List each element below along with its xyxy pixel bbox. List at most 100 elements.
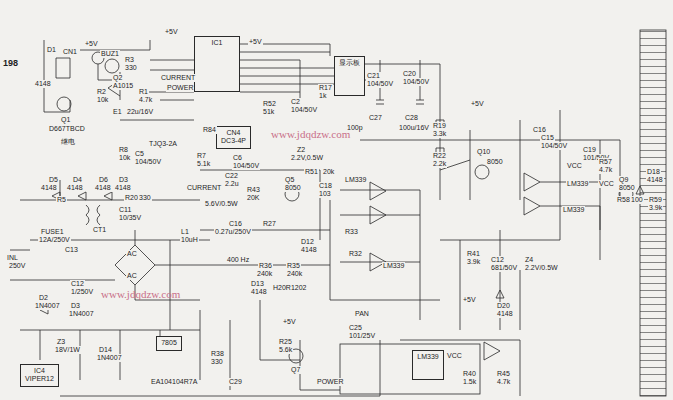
part-label: R57: [598, 158, 613, 166]
part-label: 1N4007: [34, 302, 61, 310]
part-label: R35: [286, 262, 301, 270]
part-label: 4.7k: [598, 166, 613, 174]
part-label: 101/25V: [348, 332, 376, 340]
part-label: D3: [70, 302, 81, 310]
part-label: +5V: [282, 318, 297, 326]
part-label: C21: [366, 72, 381, 80]
part-label: 104/50V: [366, 80, 394, 88]
part-label: 4148: [646, 176, 664, 184]
part-name: 显示板: [338, 59, 361, 67]
part-name: IC4: [24, 367, 55, 375]
part-label: C22: [224, 172, 239, 180]
part-label: C5: [134, 150, 145, 158]
part-label: R25: [278, 338, 293, 346]
watermark-text: www.jdqdzw.com: [100, 288, 181, 300]
part-label: D667TBCD: [48, 125, 86, 133]
part-label: R40: [462, 370, 477, 378]
part-label: R5: [56, 196, 67, 204]
part-label: PAN: [354, 310, 370, 318]
part-label: 4148: [250, 288, 268, 296]
part-label: 3.9k: [648, 204, 663, 212]
part-label: 1N4007: [96, 354, 123, 362]
part-label: 104/50V: [402, 78, 430, 86]
part-label: 2.2V,0.5W: [290, 154, 324, 162]
part-label: 1/250V: [70, 288, 94, 296]
part-label: C25: [348, 324, 363, 332]
part-label: 104/50V: [134, 158, 162, 166]
part-name: 7805: [160, 339, 178, 347]
part-label: CT1: [92, 226, 107, 234]
part-label: D2: [38, 294, 49, 302]
part-label: C13: [64, 246, 79, 254]
ic-box: IC4VIPER12: [20, 364, 59, 387]
part-label: 3.9k: [466, 258, 481, 266]
part-label: D6: [98, 176, 109, 184]
part-label: D1: [46, 46, 57, 54]
part-label: +5V: [84, 40, 99, 48]
part-label: +5V: [462, 296, 477, 304]
part-label: 1.5k: [462, 378, 477, 386]
part-label: 8050: [618, 184, 636, 192]
part-label: C12: [70, 280, 85, 288]
part-label: 104/50V: [290, 106, 318, 114]
part-name: LM339: [416, 353, 440, 361]
part-label: R43: [246, 186, 261, 194]
part-label: 4148: [66, 184, 84, 192]
part-label: Q5: [284, 176, 295, 184]
part-label: 5.6V/0.5W: [204, 200, 239, 208]
part-label: 104/50V: [540, 142, 568, 150]
part-label: Z4: [524, 256, 534, 264]
part-label: Z3: [56, 338, 66, 346]
part-label: 250V: [8, 262, 26, 270]
part-label: VCC: [598, 180, 615, 188]
part-label: 10uH: [180, 236, 199, 244]
part-label: 2.2k: [432, 160, 447, 168]
part-label: 198: [2, 58, 19, 68]
part-label: C11: [118, 206, 132, 214]
part-label: R1: [138, 88, 149, 96]
part-label: LM339: [562, 206, 585, 214]
part-name: DC3-4P: [220, 137, 247, 145]
part-label: Q10: [476, 148, 491, 156]
part-label: L1: [180, 228, 190, 236]
part-label: 22u/16V: [126, 108, 154, 116]
part-label: 240k: [286, 270, 303, 278]
part-label: 1N4007: [68, 310, 95, 318]
part-label: R59: [648, 196, 663, 204]
part-label: H20R1202: [272, 284, 307, 292]
part-label: 103: [318, 190, 332, 198]
part-label: R45: [496, 370, 511, 378]
part-label: 8050: [486, 158, 504, 166]
part-label: 8050: [284, 184, 302, 192]
part-label: 4148: [300, 246, 318, 254]
watermark-text: www.jdqdzw.com: [270, 128, 351, 140]
part-label: CURRENT: [186, 184, 222, 192]
part-label: 10/35V: [118, 214, 142, 222]
part-label: 10k: [118, 154, 131, 162]
part-label: 4.7k: [138, 96, 153, 104]
part-label: D14: [98, 346, 113, 354]
part-label: R32: [348, 250, 363, 258]
part-label: Q9: [618, 176, 629, 184]
part-label: 2.2V/0.5W: [524, 264, 559, 272]
part-label: D4: [72, 176, 83, 184]
part-label: R84: [202, 126, 217, 134]
part-label: 20k: [322, 168, 335, 176]
part-label: VCC: [446, 352, 463, 360]
part-label: D20: [496, 302, 511, 310]
part-name: VIPER12: [24, 375, 55, 383]
part-label: C12: [490, 256, 505, 264]
part-label: 4148: [40, 184, 58, 192]
part-label: LM339: [566, 180, 589, 188]
ic-box: IC1: [194, 36, 240, 92]
part-label: R8: [118, 146, 129, 154]
part-label: Q2: [112, 74, 123, 82]
part-label: 18V/1W: [54, 346, 81, 354]
part-label: 4148: [34, 80, 52, 88]
part-label: LM339: [344, 176, 367, 184]
part-label: 12A/250V: [38, 236, 71, 244]
part-label: R58: [616, 196, 631, 204]
part-label: Z2: [296, 146, 306, 154]
part-label: EA104104R7A: [150, 378, 198, 386]
part-label: D13: [250, 280, 265, 288]
